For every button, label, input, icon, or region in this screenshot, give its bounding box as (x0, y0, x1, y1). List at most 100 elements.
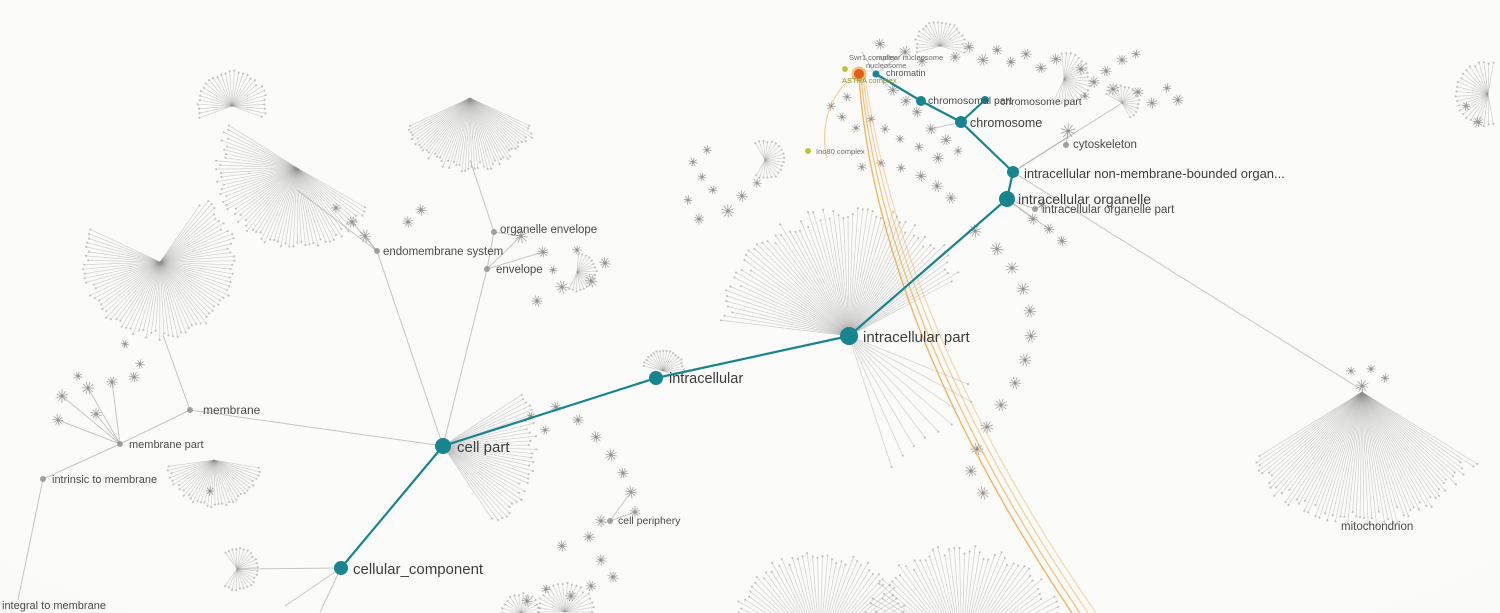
leaf-burst (900, 95, 912, 107)
leaf-burst (914, 142, 924, 152)
gray-edges (17, 51, 1363, 613)
fan-cluster (501, 592, 542, 613)
leaf-burst (617, 467, 629, 479)
leaf-burst (572, 414, 584, 426)
leaf-burst (1023, 304, 1037, 318)
leaf-burst (895, 134, 905, 144)
label-intracellular-non-membrane-bounded-organelle: intracellular non-membrane-bounded organ… (1024, 166, 1285, 181)
label-intracellular-part: intracellular part (863, 329, 971, 346)
gray-term-node[interactable] (1063, 142, 1069, 148)
label-cellular-component: cellular_component (353, 561, 484, 578)
leaf-burst (688, 157, 698, 167)
label-endomembrane-system: endomembrane system (383, 246, 503, 258)
fan-cluster (442, 393, 538, 522)
leaf-burst (1035, 62, 1047, 74)
gray-term-node[interactable] (607, 518, 613, 524)
graph-nodes (334, 66, 1019, 575)
node-chromosomal-part[interactable] (916, 96, 926, 106)
node-ino80-complex[interactable] (805, 148, 811, 154)
leaf-burst (874, 38, 886, 50)
leaf-burst (857, 162, 867, 172)
fan-cluster (754, 139, 786, 180)
leaf-burst (331, 203, 341, 213)
node-cell-part[interactable] (435, 438, 451, 454)
node-cellular-component[interactable] (334, 561, 348, 575)
fan-cluster (214, 124, 367, 248)
leaf-burst (1018, 353, 1032, 367)
leaf-burst (994, 398, 1008, 412)
label-intracellular-organelle-part: intracellular organelle part (1042, 204, 1175, 216)
leaf-burst (915, 170, 927, 182)
fan-cluster (536, 581, 595, 613)
leaf-burst (977, 486, 989, 500)
node-chromosome-part[interactable] (981, 96, 989, 104)
node-chromatin[interactable] (872, 70, 880, 78)
leaf-burst (541, 584, 551, 594)
node-intracellular[interactable] (649, 371, 663, 385)
gray-term-node[interactable] (1032, 206, 1038, 212)
node-intracellular-part[interactable] (840, 327, 858, 345)
gray-term-node[interactable] (187, 407, 193, 413)
label-integral-to-membrane: integral to membrane (2, 600, 106, 612)
label-swr1-complex: Swr1 complex (849, 53, 896, 62)
leaf-burst (556, 540, 568, 552)
leaf-burst (842, 92, 852, 102)
gray-term-node[interactable] (484, 266, 490, 272)
leaf-burst (1008, 377, 1022, 389)
leaf-burst (1088, 76, 1100, 88)
leaf-burst (1132, 87, 1144, 97)
node-astra-complex[interactable] (842, 66, 848, 72)
leaf-burst (415, 204, 427, 216)
label-chromatin: chromatin (886, 68, 926, 78)
label-chromosomal-part: chromosomal part (928, 95, 1012, 107)
leaf-burst (976, 53, 990, 67)
leaf-burst (945, 192, 957, 204)
fan-cluster (223, 547, 259, 592)
leaf-burst (963, 41, 975, 53)
leaf-burst (531, 295, 543, 307)
leaf-burst (940, 134, 952, 146)
leaf-burst (206, 486, 214, 496)
label-chromosome: chromosome (970, 116, 1042, 130)
leaf-burst (549, 265, 557, 275)
leaf-burst (1172, 94, 1184, 106)
fan-cluster (407, 97, 534, 173)
node-intracellular-non-membrane-bounded-organelle[interactable] (1007, 166, 1019, 178)
leaf-burst (837, 112, 847, 122)
leaf-burst (135, 359, 145, 369)
leaf-burst (931, 180, 943, 192)
gray-fan-clusters (81, 21, 1495, 613)
leaf-burst (1100, 65, 1112, 77)
leaf-burst (554, 280, 570, 294)
gray-term-node[interactable] (117, 441, 123, 447)
label-mitochondrion: mitochondrion (1341, 521, 1413, 533)
gray-term-node[interactable] (491, 229, 497, 235)
leaf-burst (736, 190, 748, 202)
node-chromosome[interactable] (955, 116, 967, 128)
fan-cluster (737, 551, 906, 613)
leaf-burst (1056, 235, 1068, 247)
leaf-burst (980, 420, 994, 434)
label-ino80-complex: Ino80 complex (816, 147, 865, 156)
leaf-burst (1020, 48, 1032, 60)
leaf-burst (73, 371, 83, 381)
node-nucleosome[interactable] (854, 69, 864, 79)
gray-term-node[interactable] (374, 248, 380, 254)
node-intracellular-organelle[interactable] (999, 191, 1015, 207)
leaf-burst (1005, 262, 1019, 274)
fan-cluster (864, 545, 1060, 613)
leaf-term-bursts (52, 38, 1484, 607)
fan-cluster (848, 335, 973, 469)
leaf-burst (880, 124, 890, 134)
leaf-burst (402, 216, 414, 228)
fan-cluster (914, 21, 967, 54)
leaf-burst (1075, 63, 1087, 75)
gray-term-node[interactable] (40, 476, 46, 482)
leaf-burst (932, 152, 944, 164)
leaf-burst (851, 123, 861, 133)
leaf-burst (1016, 282, 1030, 296)
leaf-burst (1131, 49, 1141, 59)
